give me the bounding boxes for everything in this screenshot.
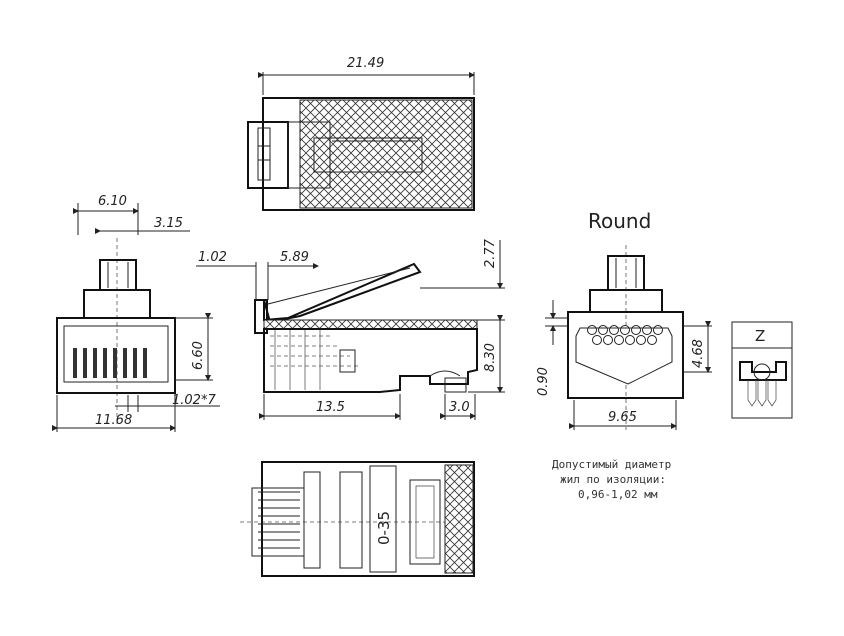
dim-side-tail: 3.0: [449, 400, 470, 415]
bottom-view: 0-35: [240, 461, 478, 577]
note-line-2: жил по изоляции:: [560, 473, 666, 486]
dim-side-height: 8.30: [483, 343, 498, 372]
dim-top-length: 21.49: [347, 56, 384, 71]
bottom-mark: 0-35: [375, 511, 393, 545]
dim-round-gap: 0.90: [536, 367, 551, 396]
round-title: Round: [588, 209, 651, 233]
dim-front-width-a: 6.10: [98, 194, 127, 209]
dim-side-length: 13.5: [316, 400, 345, 415]
insulation-note: Допустимый диаметр жил по изоляции: 0,96…: [552, 458, 671, 501]
round-wires: [587, 325, 663, 345]
z-symbol: Z: [731, 321, 793, 419]
dim-front-pitch: 1.02*7: [172, 393, 216, 408]
note-line-3: 0,96-1,02 мм: [578, 488, 658, 501]
top-view: 21.49: [247, 56, 475, 211]
dim-side-latch: 1.02: [198, 250, 227, 265]
note-line-1: Допустимый диаметр: [552, 458, 671, 471]
z-label: Z: [755, 327, 765, 345]
bottom-contacts: [258, 491, 300, 549]
dim-front-height: 6.60: [191, 341, 206, 370]
dim-round-width: 9.65: [608, 410, 637, 425]
dim-side-offset: 5.89: [280, 250, 309, 265]
round-view: Round 4.68 0.90: [536, 209, 712, 430]
dim-side-top: 2.77: [483, 238, 498, 268]
dim-front-width-b: 3.15: [154, 216, 183, 231]
side-view: 1.02 5.89 2.77 8.30 13.5 3.0: [196, 238, 505, 420]
front-contacts: [73, 348, 147, 378]
dim-front-total: 11.68: [95, 413, 132, 428]
front-view: 6.10 3.15 6.60 1.02*7 11.68: [52, 194, 220, 432]
dim-round-height: 4.68: [691, 339, 706, 368]
